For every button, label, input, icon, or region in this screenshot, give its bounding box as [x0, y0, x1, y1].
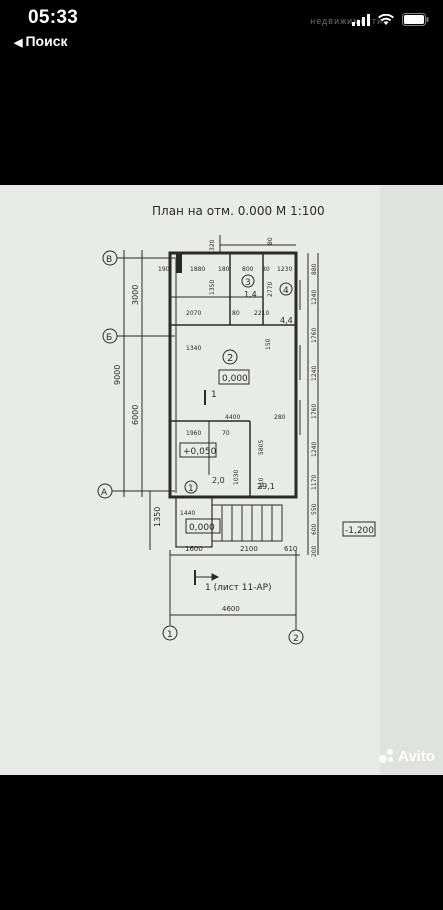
back-to-search-button[interactable]: ◀Поиск: [14, 33, 67, 49]
dim-left-3000: 3000: [131, 285, 140, 305]
dim-internal: 180: [218, 266, 230, 273]
wifi-icon: [378, 13, 394, 25]
dim-right: 1760: [311, 404, 318, 419]
dim-right: 600: [311, 523, 318, 535]
axis-label-1: 1: [167, 630, 173, 640]
axis-label-B: Б: [106, 333, 112, 343]
dim-internal: 1230: [277, 266, 292, 273]
avito-watermark: Avito: [379, 748, 435, 765]
dim-internal: 1030: [233, 470, 240, 485]
dim-right: 550: [311, 503, 318, 515]
level-outside: -1,200: [345, 526, 374, 536]
dim-internal: 80: [262, 266, 270, 273]
dim-right: 1170: [311, 475, 318, 490]
level-room-2: 0,000: [222, 374, 248, 384]
avito-brand-text: Avito: [398, 748, 435, 765]
dim-bottom: 610: [284, 545, 297, 553]
system-icons: [352, 13, 429, 26]
area-room-1: 2,0: [212, 476, 225, 485]
room-number-4: 4: [283, 286, 289, 296]
dim-internal: 320: [209, 239, 216, 251]
dim-internal: 1880: [190, 266, 205, 273]
signal-icon: [352, 13, 370, 26]
section-label: 1 (лист 11-АР): [205, 583, 272, 593]
floor-plan-drawing: План на отм. 0.000 М 1:100 В Б А 1 2 300…: [0, 185, 443, 775]
dim-bottom: 2100: [240, 545, 258, 553]
dim-internal: 150: [265, 338, 272, 350]
dim-internal: 70: [222, 430, 230, 437]
status-bar: 05:33 ◀Поиск недвижимости: [0, 0, 443, 56]
dim-bottom-total: 4600: [222, 605, 240, 613]
back-label: Поиск: [25, 33, 68, 49]
dim-internal: 2210: [254, 310, 269, 317]
dim-left-1350: 1350: [153, 507, 162, 527]
area-room-3: 1,4: [244, 290, 257, 299]
dim-right: 1240: [311, 442, 318, 457]
axis-label-2: 2: [293, 634, 299, 644]
room-number-3: 3: [245, 278, 251, 288]
dim-internal: 80: [267, 237, 274, 245]
top-watermark: недвижимости: [310, 16, 383, 26]
back-arrow-icon: ◀: [14, 37, 23, 49]
dim-right: 200: [311, 545, 318, 557]
dim-left-9000: 9000: [113, 365, 122, 385]
area-room-2: 29,1: [257, 482, 275, 491]
room-number-1: 1: [188, 484, 194, 494]
plan-title: План на отм. 0.000 М 1:100: [152, 204, 325, 218]
dim-internal: 410: [258, 477, 265, 489]
dim-left-6000: 6000: [131, 405, 140, 425]
dim-right: 880: [311, 263, 318, 275]
dim-bottom: 1600: [185, 545, 203, 553]
clock: 05:33: [28, 7, 79, 28]
dim-internal: 1440: [180, 510, 195, 517]
dim-internal: 1340: [186, 345, 201, 352]
dim-internal: 2070: [186, 310, 201, 317]
avito-logo-icon: [379, 748, 395, 765]
dim-internal: 1350: [209, 280, 216, 295]
dim-internal: 2770: [267, 282, 274, 297]
level-porch: 0,000: [189, 523, 215, 533]
section-mark: 1: [211, 390, 217, 400]
dim-internal: 4400: [225, 414, 240, 421]
room-number-2: 2: [227, 353, 233, 364]
axis-label-A: А: [101, 488, 108, 498]
dim-right: 1760: [311, 328, 318, 343]
dim-internal: 190: [158, 266, 170, 273]
dim-internal: 800: [242, 266, 254, 273]
dim-right: 1240: [311, 290, 318, 305]
axis-label-V: В: [106, 255, 112, 265]
battery-icon: [402, 13, 429, 26]
dim-internal: 5805: [258, 440, 265, 455]
right-dimension-chain: 880 1240 1760 1240 1760 1240 1170 550 60…: [311, 263, 318, 557]
level-vestibule: +0,050: [183, 447, 217, 457]
dim-internal: 80: [232, 310, 240, 317]
area-room-4: 4,4: [280, 316, 293, 325]
dim-internal: 1960: [186, 430, 201, 437]
floor-plan-photo: План на отм. 0.000 М 1:100 В Б А 1 2 300…: [0, 185, 443, 775]
dim-internal: 280: [274, 414, 286, 421]
dim-right: 1240: [311, 366, 318, 381]
